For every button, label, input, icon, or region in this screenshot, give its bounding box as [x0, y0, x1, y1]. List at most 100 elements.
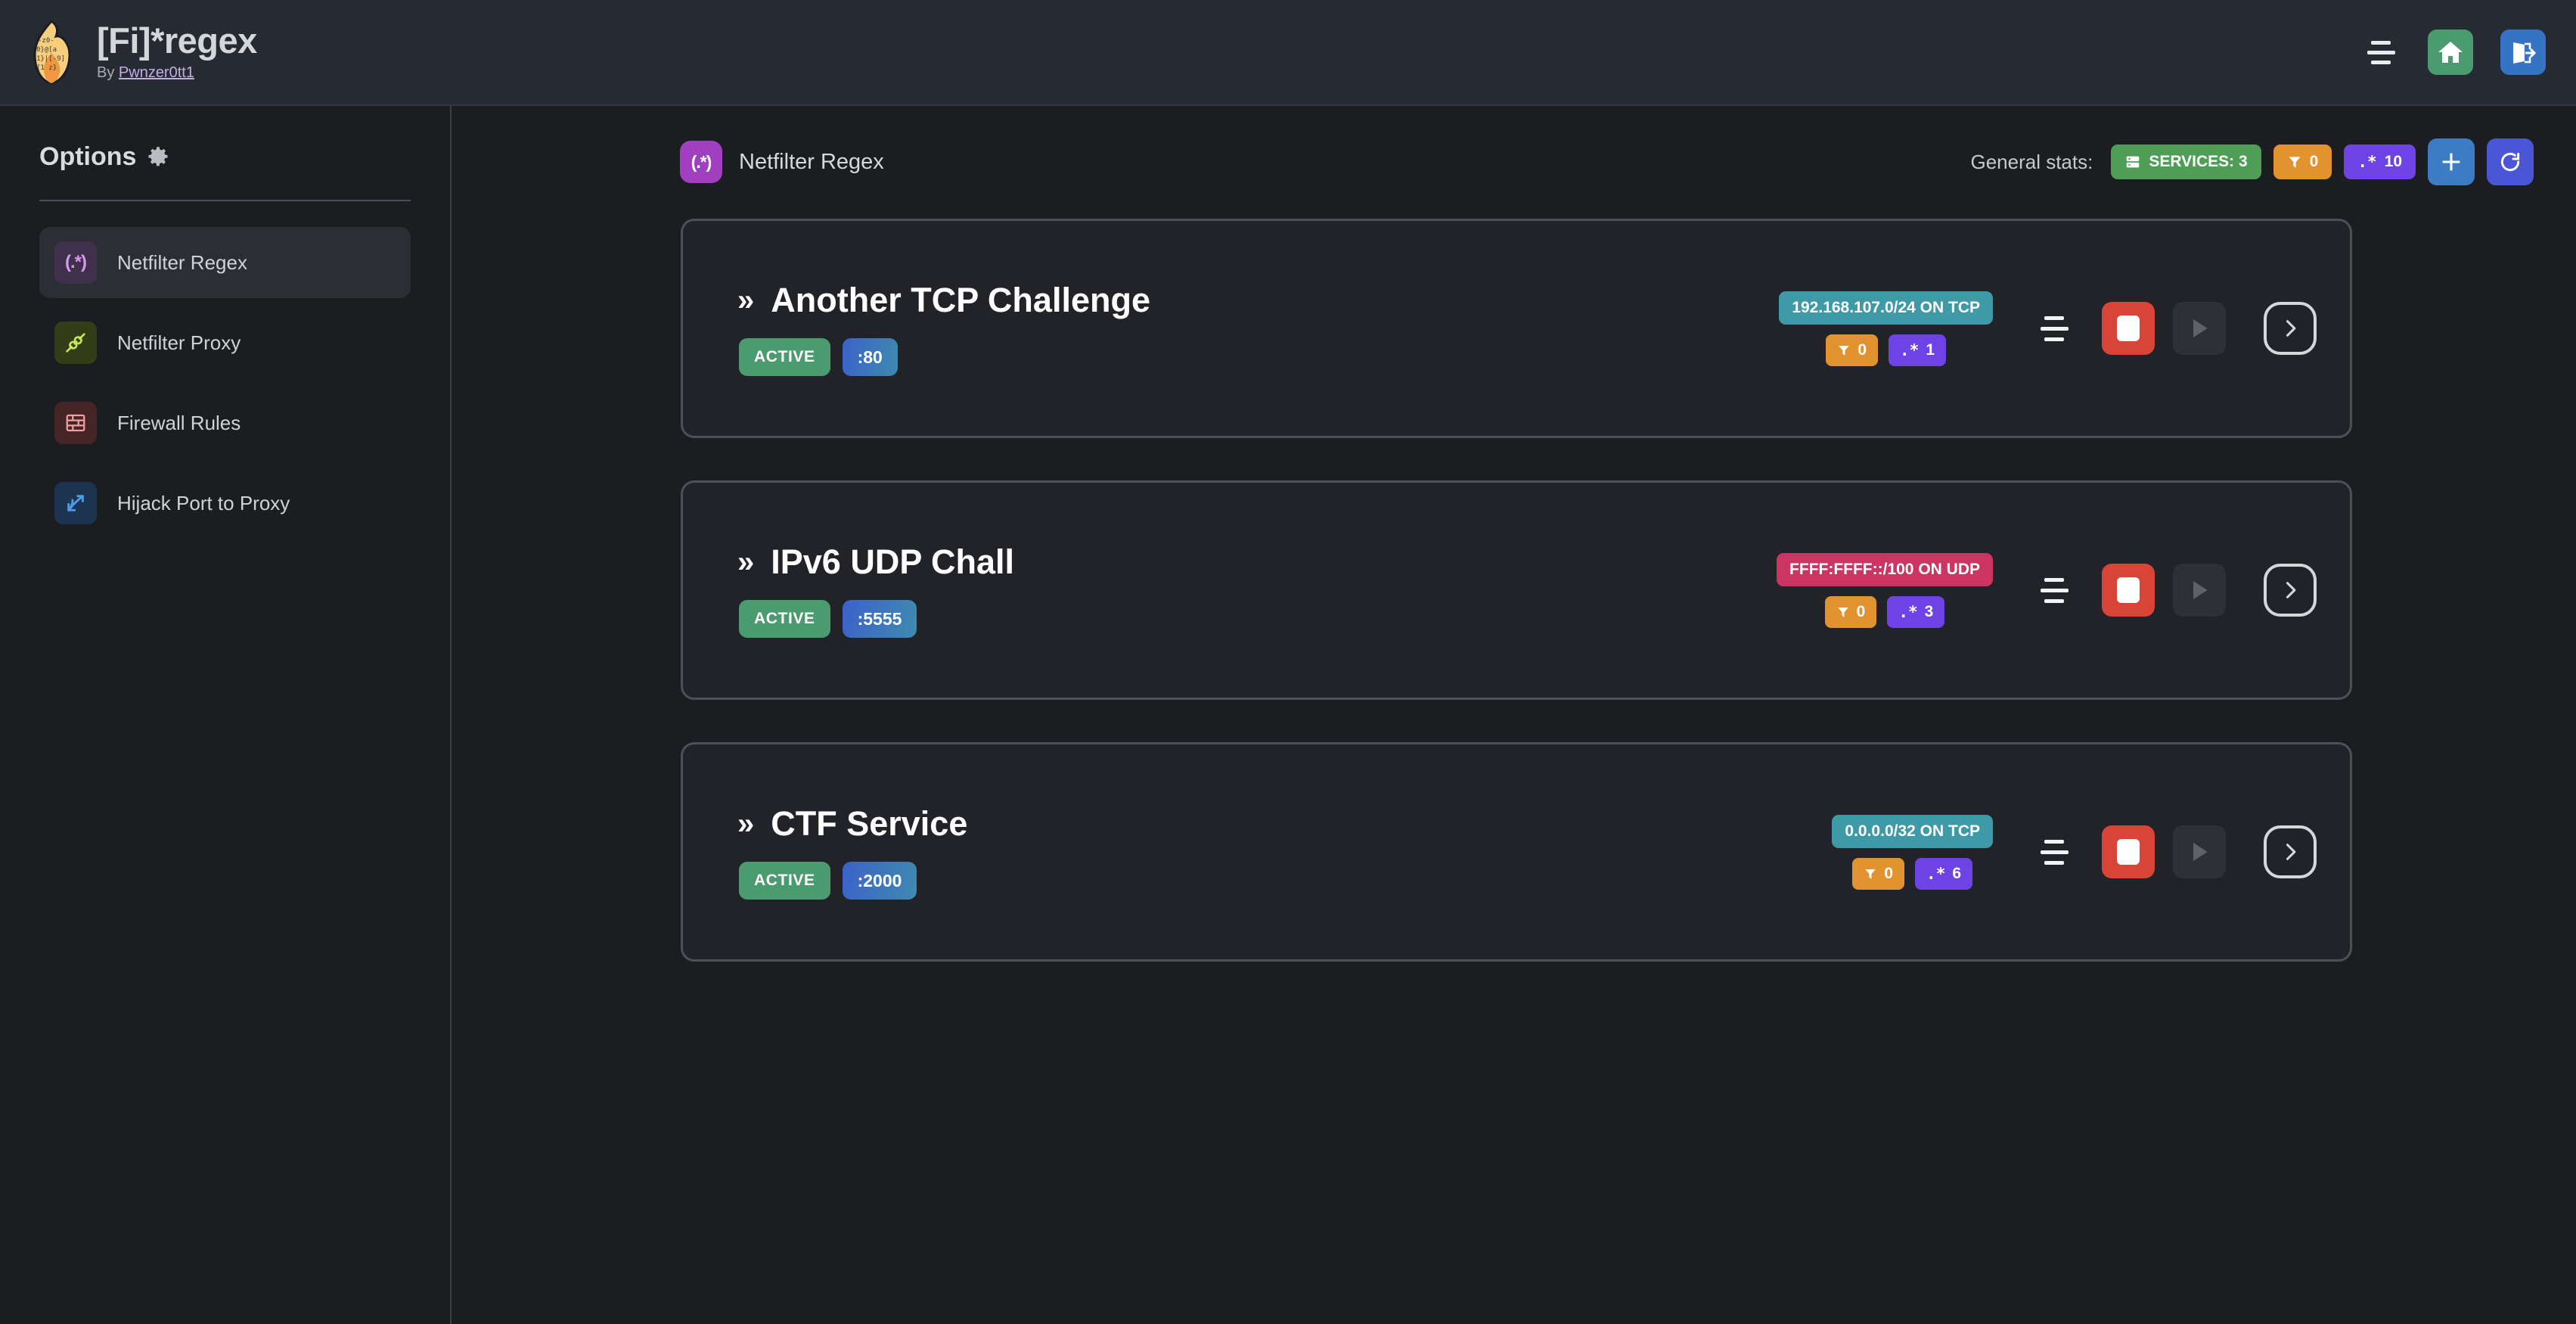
play-icon [2193, 319, 2208, 337]
service-regexes-count: 3 [1924, 602, 1934, 620]
expand-button[interactable] [2264, 302, 2317, 355]
regex-dot-star-icon: .* [1898, 602, 1918, 621]
brick-wall-icon [54, 402, 97, 444]
plug-icon [54, 322, 97, 364]
service-title: IPv6 UDP Chall [771, 542, 1015, 581]
app-title: [Fi]*regex [97, 20, 257, 61]
service-info: » IPv6 UDP Chall ACTIVE :5555 [737, 542, 1014, 638]
play-button[interactable] [2173, 825, 2226, 878]
service-title-row: » Another TCP Challenge [737, 281, 1150, 320]
service-filters-badge: 0 [1824, 595, 1877, 628]
network-badge: FFFF:FFFF::/100 ON UDP [1777, 552, 1993, 586]
sidebar-item-label: Firewall Rules [117, 411, 241, 434]
stop-icon [2117, 577, 2140, 603]
service-regexes-badge: .* 6 [1915, 857, 1973, 890]
general-stats: General stats: SERVICES: 3 0 .* 10 [1970, 138, 2534, 185]
sidebar-item-netfilter-proxy[interactable]: Netfilter Proxy [39, 307, 411, 378]
sidebar-divider [39, 200, 411, 201]
service-card[interactable]: » CTF Service ACTIVE :2000 0.0.0.0/32 ON… [681, 742, 2352, 962]
network-info: FFFF:FFFF::/100 ON UDP 0 .* 3 [1777, 552, 1993, 628]
sidebar-item-netfilter-regex[interactable]: (.*) Netfilter Regex [39, 227, 411, 298]
network-badge: 0.0.0.0/32 ON TCP [1832, 814, 1993, 848]
port-badge: :5555 [842, 600, 917, 638]
svg-text:-z0-: -z0- [38, 37, 54, 45]
drag-handle-icon[interactable] [2035, 571, 2073, 609]
service-info: » CTF Service ACTIVE :2000 [737, 804, 967, 900]
regex-dot-star-icon: .* [1900, 340, 1920, 359]
page-regex-icon-glyph: (.*) [691, 151, 712, 172]
refresh-button[interactable] [2487, 138, 2534, 185]
drag-handle-icon[interactable] [2035, 309, 2073, 347]
funnel-icon [2289, 157, 2301, 168]
network-info: 192.168.107.0/24 ON TCP 0 .* 1 [1779, 291, 1993, 366]
svg-text:1}|[-9]: 1}|[-9] [36, 55, 65, 63]
logout-button[interactable] [2500, 30, 2546, 75]
service-regexes-count: 1 [1926, 340, 1935, 359]
service-card[interactable]: » IPv6 UDP Chall ACTIVE :5555 FFFF:FFFF:… [681, 480, 2352, 700]
play-button[interactable] [2173, 302, 2226, 355]
top-bar-actions [2361, 30, 2546, 75]
service-badges: ACTIVE :5555 [739, 600, 1014, 638]
sidebar-item-hijack-port-to-proxy[interactable]: Hijack Port to Proxy [39, 468, 411, 539]
stop-button[interactable] [2102, 302, 2155, 355]
sidebar-item-label: Netfilter Regex [117, 250, 247, 274]
service-title: Another TCP Challenge [771, 281, 1150, 319]
page-regex-icon: (.*) [680, 141, 722, 183]
app-author: By Pwnzer0tt1 [97, 64, 257, 82]
service-actions: 0.0.0.0/32 ON TCP 0 .* 6 [1832, 814, 2317, 890]
stop-icon [2117, 315, 2140, 341]
service-title: CTF Service [771, 804, 968, 843]
regex-dot-star-icon: .* [1926, 864, 1946, 883]
author-link[interactable]: Pwnzer0tt1 [118, 64, 194, 81]
sidebar-item-firewall-rules[interactable]: Firewall Rules [39, 387, 411, 458]
network-counters: 0 .* 1 [1826, 334, 1946, 366]
home-button[interactable] [2428, 30, 2473, 75]
service-filters-badge: 0 [1852, 857, 1905, 890]
by-prefix: By [97, 64, 119, 81]
add-service-button[interactable] [2428, 138, 2475, 185]
service-badges: ACTIVE :80 [739, 338, 1150, 376]
logout-icon [2513, 42, 2536, 64]
service-title-row: » CTF Service [737, 804, 967, 844]
brand: -z0- 0}@[a 1}|[-9] {1 z} [Fi]*regex By P… [26, 20, 257, 85]
service-filters-count: 0 [1884, 864, 1894, 882]
network-badge: 192.168.107.0/24 ON TCP [1779, 291, 1993, 325]
port-badge: :80 [842, 338, 898, 376]
regex-icon: (.*) [54, 241, 97, 284]
service-regexes-badge: .* 3 [1887, 595, 1945, 628]
sidebar-item-label: Netfilter Proxy [117, 331, 241, 354]
service-regexes-count: 6 [1952, 864, 1962, 882]
service-info: » Another TCP Challenge ACTIVE :80 [737, 281, 1150, 376]
svg-text:0}@[a: 0}@[a [36, 46, 57, 54]
stop-icon [2117, 839, 2140, 865]
service-filters-count: 0 [1858, 340, 1867, 359]
funnel-icon [1839, 345, 1850, 356]
network-counters: 0 .* 3 [1824, 595, 1945, 628]
service-card[interactable]: » Another TCP Challenge ACTIVE :80 192.1… [681, 219, 2352, 438]
stat-filters-label: 0 [2309, 153, 2319, 170]
drag-handle-icon[interactable] [2035, 833, 2073, 871]
double-chevron-icon: » [737, 807, 755, 841]
double-chevron-icon: » [737, 284, 755, 317]
service-filters-badge: 0 [1826, 334, 1879, 366]
port-badge: :2000 [842, 862, 917, 900]
hamburger-icon[interactable] [2361, 37, 2401, 67]
chevron-right-icon [2286, 320, 2296, 337]
home-icon [2438, 42, 2463, 63]
expand-button[interactable] [2264, 825, 2317, 878]
sidebar: Options (.*) Netfilter Regex Netfilter P… [0, 106, 452, 1324]
plus-icon [2442, 153, 2460, 171]
network-info: 0.0.0.0/32 ON TCP 0 .* 6 [1832, 814, 1993, 890]
service-filters-count: 0 [1856, 602, 1866, 620]
stop-button[interactable] [2102, 564, 2155, 617]
main-content: (.*) Netfilter Regex General stats: SERV… [453, 106, 2576, 1324]
expand-button[interactable] [2264, 564, 2317, 617]
stat-filters-badge: 0 [2273, 145, 2332, 179]
flame-logo-icon: -z0- 0}@[a 1}|[-9] {1 z} [33, 20, 71, 85]
service-list: » Another TCP Challenge ACTIVE :80 192.1… [453, 185, 2576, 962]
stat-regexes-label: 10 [2384, 153, 2402, 170]
top-bar: -z0- 0}@[a 1}|[-9] {1 z} [Fi]*regex By P… [0, 0, 2576, 106]
status-badge: ACTIVE [739, 338, 830, 376]
play-button[interactable] [2173, 564, 2226, 617]
stop-button[interactable] [2102, 825, 2155, 878]
